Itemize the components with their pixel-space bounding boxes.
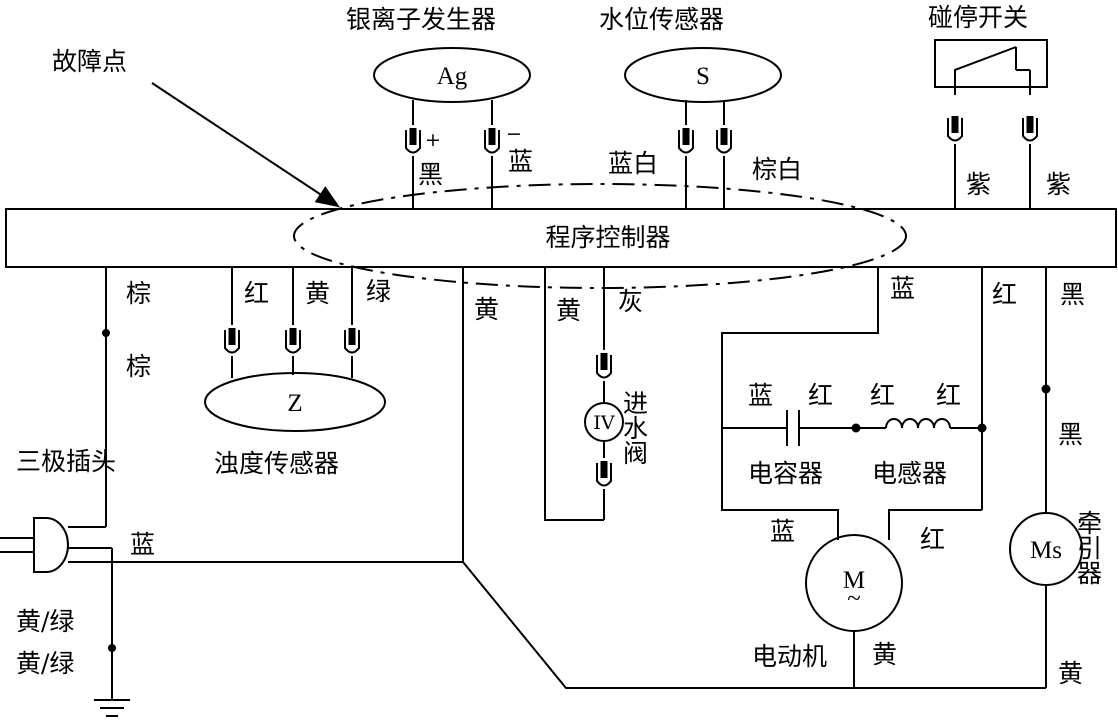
controller-label: 程序控制器: [545, 223, 670, 252]
svg-text:紫: 紫: [1046, 170, 1071, 199]
svg-text:黄: 黄: [556, 296, 581, 325]
svg-text:IV: IV: [593, 412, 615, 434]
svg-text:牵引器: 牵引器: [1074, 510, 1103, 585]
svg-text:Ms: Ms: [1030, 537, 1062, 564]
svg-text:电容器: 电容器: [748, 459, 823, 488]
svg-text:三极插头: 三极插头: [16, 447, 116, 476]
svg-text:银离子发生器: 银离子发生器: [346, 5, 496, 34]
svg-text:黑: 黑: [418, 160, 443, 189]
water-level-sensor: 水位传感器 S 蓝白 棕白: [599, 5, 802, 209]
svg-text:黑: 黑: [1058, 420, 1083, 449]
svg-text:蓝白: 蓝白: [608, 149, 658, 178]
svg-text:绿: 绿: [366, 277, 391, 306]
svg-text:蓝: 蓝: [508, 147, 533, 176]
traction-device: 黑 黑 Ms 牵引器 黄: [1009, 267, 1103, 688]
controller-yellow-label: 黄: [474, 295, 499, 324]
svg-text:电动机: 电动机: [752, 642, 827, 671]
collision-switch: 碰停开关 紫 紫: [928, 3, 1071, 209]
svg-text:红: 红: [808, 381, 833, 410]
svg-text:−: −: [506, 123, 522, 145]
svg-text:蓝: 蓝: [890, 274, 915, 303]
svg-text:黄: 黄: [872, 640, 897, 669]
svg-text:进水阀: 进水阀: [620, 390, 649, 465]
controller-bar: [5, 208, 1117, 268]
svg-text:黄/绿: 黄/绿: [16, 649, 74, 678]
fault-arrow: [151, 82, 341, 208]
svg-text:+: +: [425, 129, 441, 151]
svg-text:Ag: Ag: [437, 63, 468, 90]
fault-ellipse: [293, 183, 907, 289]
svg-text:~: ~: [847, 585, 861, 612]
svg-text:水位传感器: 水位传感器: [599, 5, 724, 34]
three-pin-plug: 三极插头 棕 棕 蓝 黄/绿 黄/绿: [0, 267, 463, 717]
motor-circuit: 蓝 蓝 红 电容器 红 红 电感器 红 蓝 红 M ~ 电动机 黄: [721, 267, 1017, 688]
silver-ion-generator: 银离子发生器 Ag + − 黑 蓝: [346, 5, 533, 209]
svg-text:红: 红: [244, 279, 269, 308]
svg-text:黑: 黑: [1060, 280, 1085, 309]
turbidity-sensor: 红 黄 绿 Z 浊度传感器: [204, 267, 391, 478]
svg-text:蓝: 蓝: [130, 530, 155, 559]
svg-text:红: 红: [992, 280, 1017, 309]
svg-text:电感器: 电感器: [872, 459, 947, 488]
neutral-line: [462, 561, 1046, 689]
svg-text:蓝: 蓝: [770, 517, 795, 546]
svg-text:黄: 黄: [1058, 659, 1083, 688]
svg-text:红: 红: [870, 381, 895, 410]
inlet-valve: 黄 灰 IV 进水阀: [544, 267, 649, 521]
svg-text:S: S: [696, 63, 710, 90]
svg-text:棕白: 棕白: [752, 155, 802, 184]
svg-text:红: 红: [920, 525, 945, 554]
svg-text:黄/绿: 黄/绿: [16, 607, 74, 636]
svg-text:M: M: [843, 567, 865, 594]
svg-text:浊度传感器: 浊度传感器: [214, 449, 339, 478]
svg-text:黄: 黄: [305, 279, 330, 308]
svg-text:红: 红: [936, 381, 961, 410]
svg-text:碰停开关: 碰停开关: [928, 3, 1028, 32]
svg-text:灰: 灰: [618, 287, 643, 316]
svg-text:棕: 棕: [126, 279, 151, 308]
svg-text:紫: 紫: [966, 170, 991, 199]
svg-text:Z: Z: [287, 390, 302, 417]
fault-point-label: 故障点: [52, 47, 127, 76]
svg-text:蓝: 蓝: [748, 381, 773, 410]
svg-text:棕: 棕: [126, 352, 151, 381]
